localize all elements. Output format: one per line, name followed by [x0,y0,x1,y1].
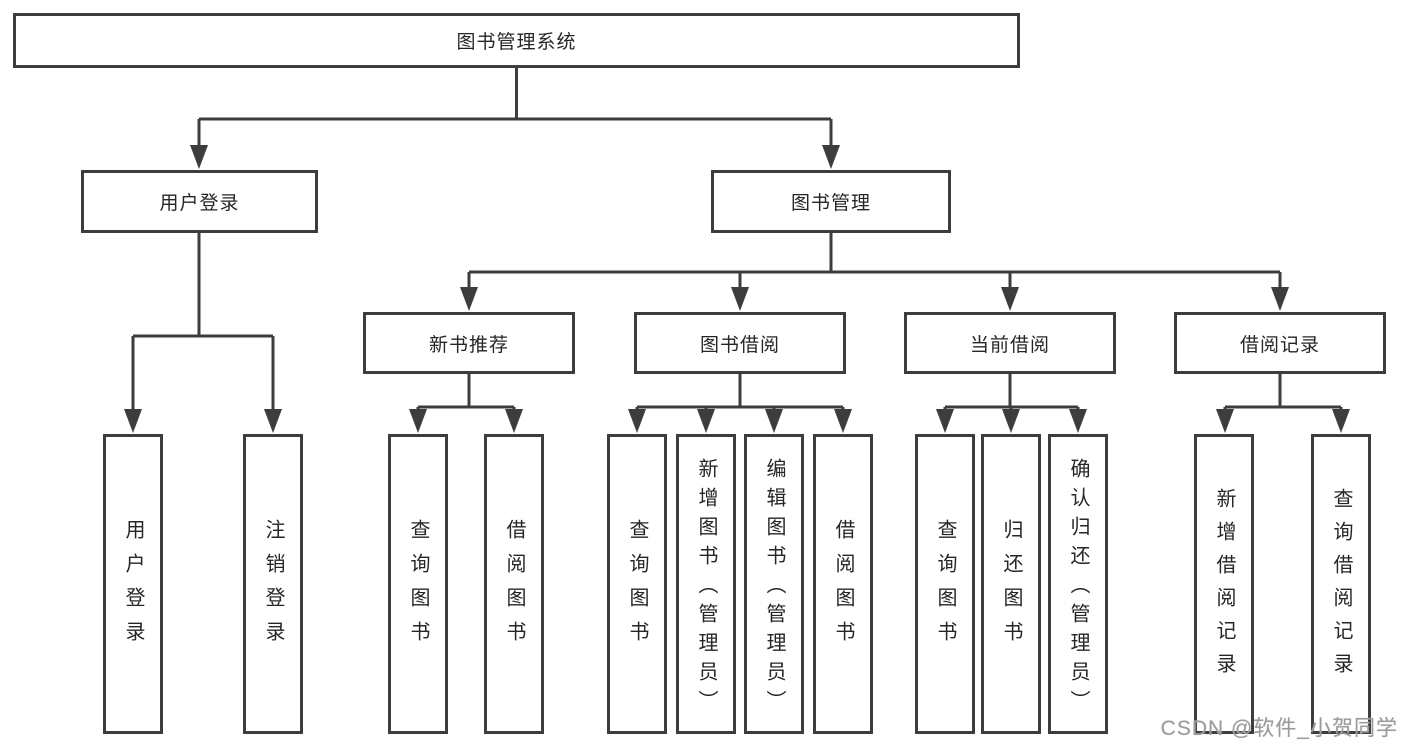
leaf-cb-return-books: 归还图书 [981,434,1041,734]
node-book-management: 图书管理 [711,170,951,233]
leaf-logout: 注销登录 [243,434,303,734]
node-current-borrow: 当前借阅 [904,312,1116,374]
leaf-br-add-record: 新增借阅记录 [1194,434,1254,734]
leaf-bb-query-books: 查询图书 [607,434,667,734]
node-borrow-record: 借阅记录 [1174,312,1386,374]
node-new-book-recommend: 新书推荐 [363,312,575,374]
node-book-borrow: 图书借阅 [634,312,846,374]
leaf-bb-edit-books-admin: 编辑图书（管理员） [744,434,804,734]
leaf-bb-add-books-admin: 新增图书（管理员） [676,434,736,734]
csdn-watermark: CSDN @软件_小贺同学 [1160,717,1398,740]
leaf-nbr-query-books: 查询图书 [388,434,448,734]
leaf-user-login: 用户登录 [103,434,163,734]
leaf-cb-query-books: 查询图书 [915,434,975,734]
node-user-login: 用户登录 [81,170,318,233]
node-root: 图书管理系统 [13,13,1020,68]
leaf-br-query-record: 查询借阅记录 [1311,434,1371,734]
leaf-nbr-borrow-books: 借阅图书 [484,434,544,734]
leaf-cb-confirm-return-admin: 确认归还（管理员） [1048,434,1108,734]
leaf-bb-borrow-books: 借阅图书 [813,434,873,734]
